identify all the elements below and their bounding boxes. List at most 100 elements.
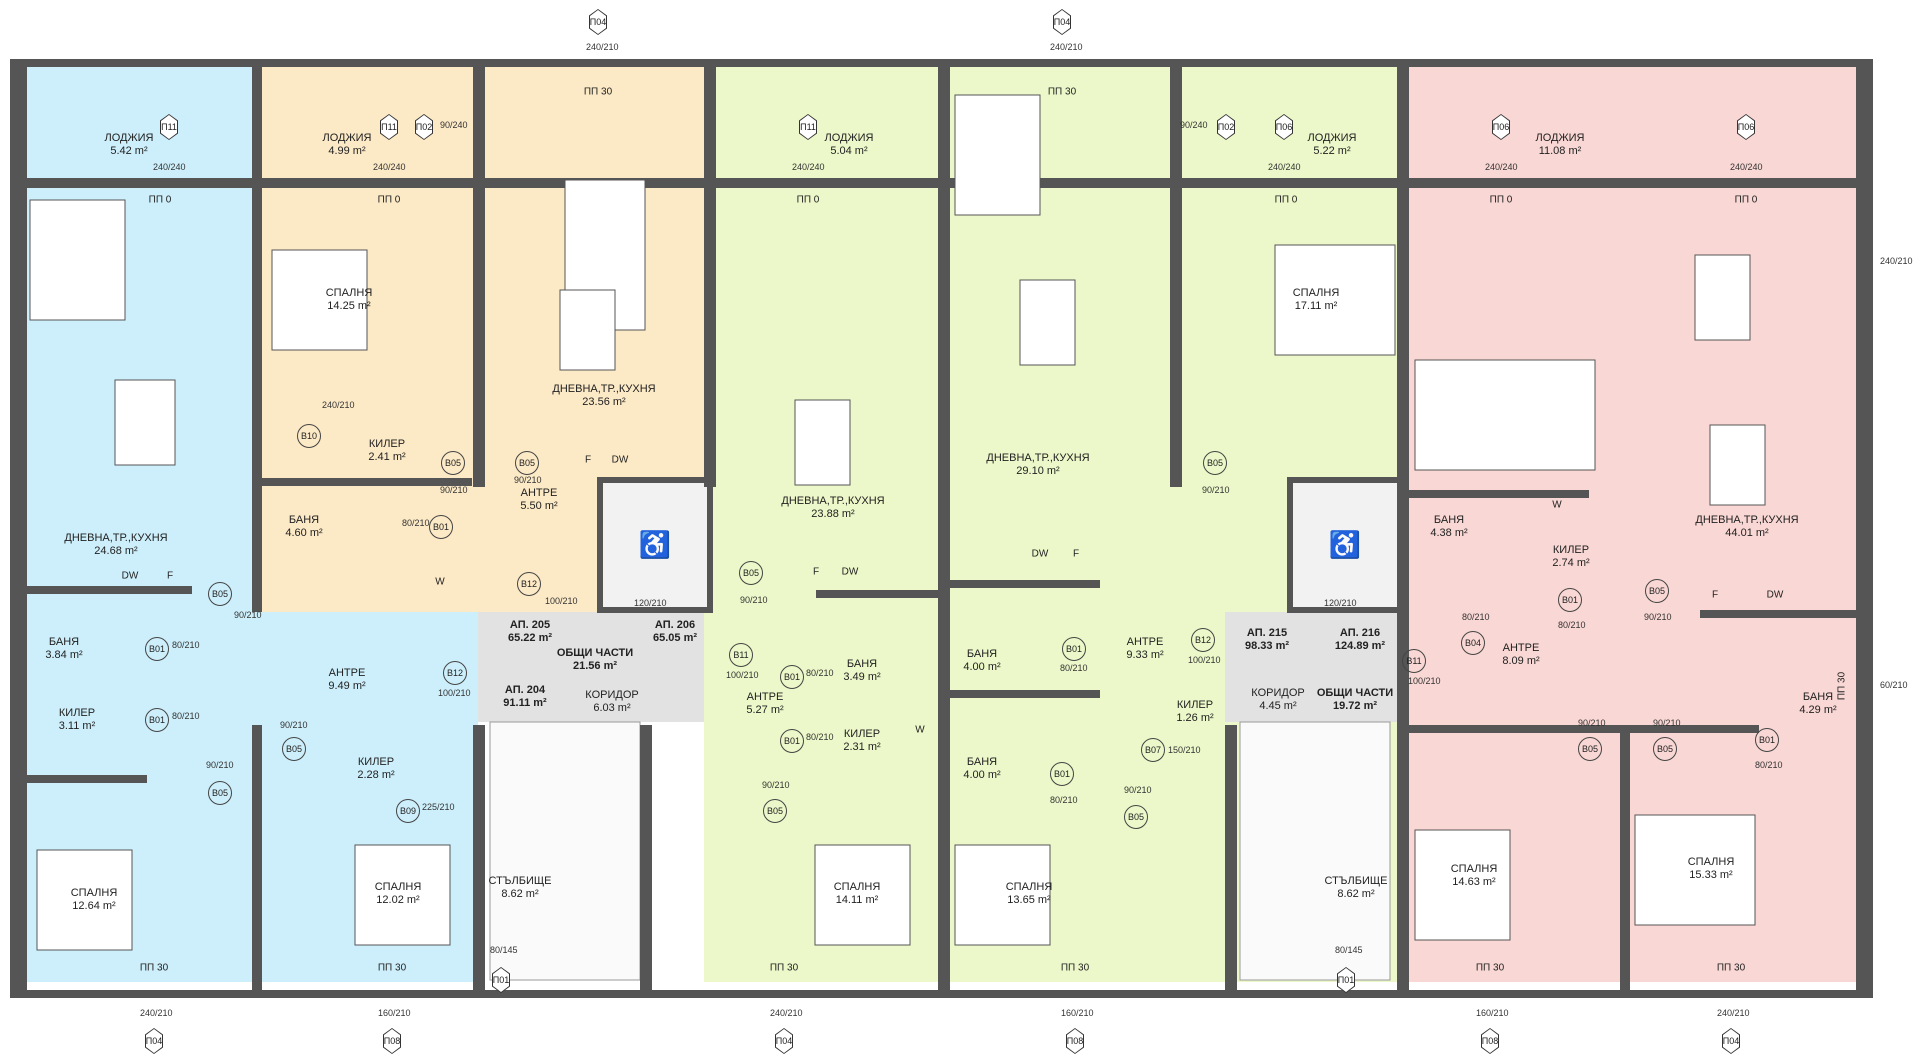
common-fill-2: [1225, 612, 1402, 722]
window-tag: П04: [145, 1028, 163, 1054]
apartment-area: 98.33 m²: [1244, 640, 1290, 652]
window-dim: 240/240: [373, 162, 406, 172]
window-tag: П11: [380, 114, 398, 140]
door-tag: В04: [1461, 631, 1485, 655]
door-dim: 80/210: [1558, 620, 1586, 630]
elevator-1: [597, 477, 713, 613]
door-dim: 80/210: [1060, 663, 1088, 673]
room-name: АНТРЕ: [1502, 642, 1540, 654]
washer-label: W: [1552, 499, 1562, 511]
window-dim: 160/210: [1061, 1008, 1094, 1018]
room-area: 17.11 m²: [1294, 300, 1338, 312]
door-tag: В05: [1653, 737, 1677, 761]
room-area: 2.31 m²: [843, 741, 881, 753]
washer-label: W: [915, 724, 925, 736]
apartment-name: ОБЩИ ЧАСТИ: [1316, 687, 1394, 699]
room-name: БАНЯ: [48, 636, 80, 648]
door-tag: В05: [763, 799, 787, 823]
door-dim: 240/210: [322, 400, 355, 410]
room-name: КИЛЕР: [58, 707, 96, 719]
window-dim: 240/240: [792, 162, 825, 172]
room-name: БАНЯ: [288, 514, 320, 526]
window-tag: П01: [1337, 967, 1355, 993]
room-name: АНТРЕ: [746, 691, 784, 703]
room-name: КОРИДОР: [1251, 687, 1305, 699]
door-dim: 90/210: [1124, 785, 1152, 795]
window-tag: П06: [1275, 114, 1293, 140]
room-name: КИЛЕР: [843, 728, 881, 740]
door-dim: 100/210: [438, 688, 471, 698]
sill-label: ПП 0: [1489, 194, 1513, 206]
room-area: 9.33 m²: [1126, 649, 1164, 661]
door-dim: 90/210: [1202, 485, 1230, 495]
sill-label: ПП 0: [796, 194, 820, 206]
room-area: 29.10 m²: [1016, 465, 1060, 477]
door-tag: В12: [517, 572, 541, 596]
door-dim: 80/210: [1462, 612, 1490, 622]
door-dim: 150/210: [1168, 745, 1201, 755]
room-area: 15.33 m²: [1689, 869, 1733, 881]
window-dim: 160/210: [1476, 1008, 1509, 1018]
furniture: [29, 94, 1766, 951]
room-area: 2.41 m²: [368, 451, 406, 463]
window-dim: 80/145: [490, 945, 518, 955]
room-area: 4.45 m²: [1259, 700, 1297, 712]
fridge-label: F: [584, 454, 592, 466]
room-area: 4.29 m²: [1799, 704, 1837, 716]
window-tag: П08: [383, 1028, 401, 1054]
room-area: 14.11 m²: [835, 894, 879, 906]
door-dim: 80/210: [1050, 795, 1078, 805]
dishwasher-label: DW: [1031, 548, 1049, 560]
door-dim: 90/210: [514, 475, 542, 485]
window-dim: 60/210: [1880, 680, 1908, 690]
window-dim: 240/210: [586, 42, 619, 52]
room-name: ДНЕВНА,ТР.,КУХНЯ: [64, 532, 168, 544]
door-dim: 80/210: [172, 640, 200, 650]
room-name: ЛОДЖИЯ: [322, 132, 372, 144]
apartment-area: 19.72 m²: [1332, 700, 1378, 712]
room-name: БАНЯ: [1802, 691, 1834, 703]
sill-label: ПП 30: [583, 86, 613, 98]
dishwasher-label: DW: [121, 570, 139, 582]
room-name: КИЛЕР: [1176, 699, 1214, 711]
dishwasher-label: DW: [611, 454, 629, 466]
window-dim: 240/210: [1880, 256, 1913, 266]
room-area: 13.65 m²: [1007, 894, 1051, 906]
door-tag: В05: [1124, 805, 1148, 829]
door-dim: 225/210: [422, 802, 455, 812]
room-name: БАНЯ: [966, 756, 998, 768]
window-dim: 240/240: [153, 162, 186, 172]
window-dim: 240/240: [1730, 162, 1763, 172]
door-tag: В05: [1203, 451, 1227, 475]
sill-label: ПП 0: [1734, 194, 1758, 206]
room-area: 14.63 m²: [1452, 876, 1496, 888]
room-area: 24.68 m²: [94, 545, 138, 557]
door-tag: В09: [396, 799, 420, 823]
door-tag: В12: [1191, 628, 1215, 652]
door-dim: 90/210: [440, 485, 468, 495]
door-tag: В05: [515, 451, 539, 475]
room-area: 44.01 m²: [1725, 527, 1769, 539]
room-area: 4.00 m²: [963, 769, 1001, 781]
room-name: СТЪЛБИЩЕ: [1324, 875, 1388, 887]
window-dim: 80/145: [1335, 945, 1363, 955]
door-tag: В05: [441, 451, 465, 475]
room-area: 12.64 m²: [72, 900, 116, 912]
room-name: КИЛЕР: [1552, 544, 1590, 556]
door-tag: В01: [780, 729, 804, 753]
room-name: ЛОДЖИЯ: [104, 132, 154, 144]
apartment-area: 21.56 m²: [572, 660, 618, 672]
